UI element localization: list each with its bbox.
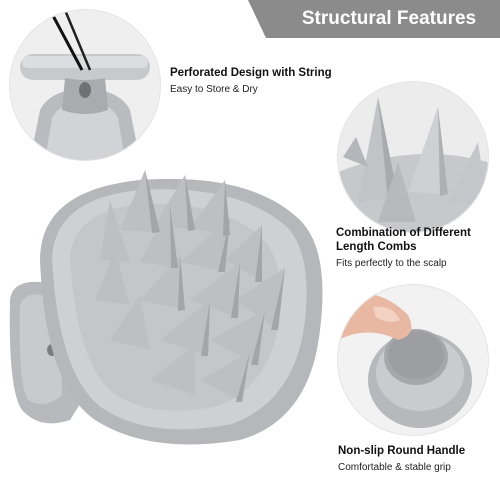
feature-title: Perforated Design with String (170, 67, 332, 79)
feature-perforated: Perforated Design with String Easy to St… (170, 66, 332, 96)
features-banner: Structural Features (248, 0, 500, 38)
detail-circle-string-hole (10, 10, 160, 160)
feature-title: Non-slip Round Handle (338, 445, 466, 457)
comb-teeth-icon (338, 82, 488, 232)
feature-subtitle: Fits perfectly to the scalp (336, 258, 447, 269)
feature-combs: Combination of Different Length Combs Fi… (336, 226, 471, 270)
feature-title-line2: Length Combs (336, 241, 417, 253)
feature-handle: Non-slip Round Handle Comfortable & stab… (338, 444, 465, 474)
detail-circle-comb-teeth (338, 82, 488, 232)
feature-subtitle: Comfortable & stable grip (338, 462, 451, 473)
feature-subtitle: Easy to Store & Dry (170, 84, 258, 95)
feature-title-line1: Combination of Different (336, 227, 471, 239)
detail-circle-round-handle (338, 285, 488, 435)
banner-title: Structural Features (301, 8, 477, 29)
string-hole-icon (10, 10, 160, 160)
